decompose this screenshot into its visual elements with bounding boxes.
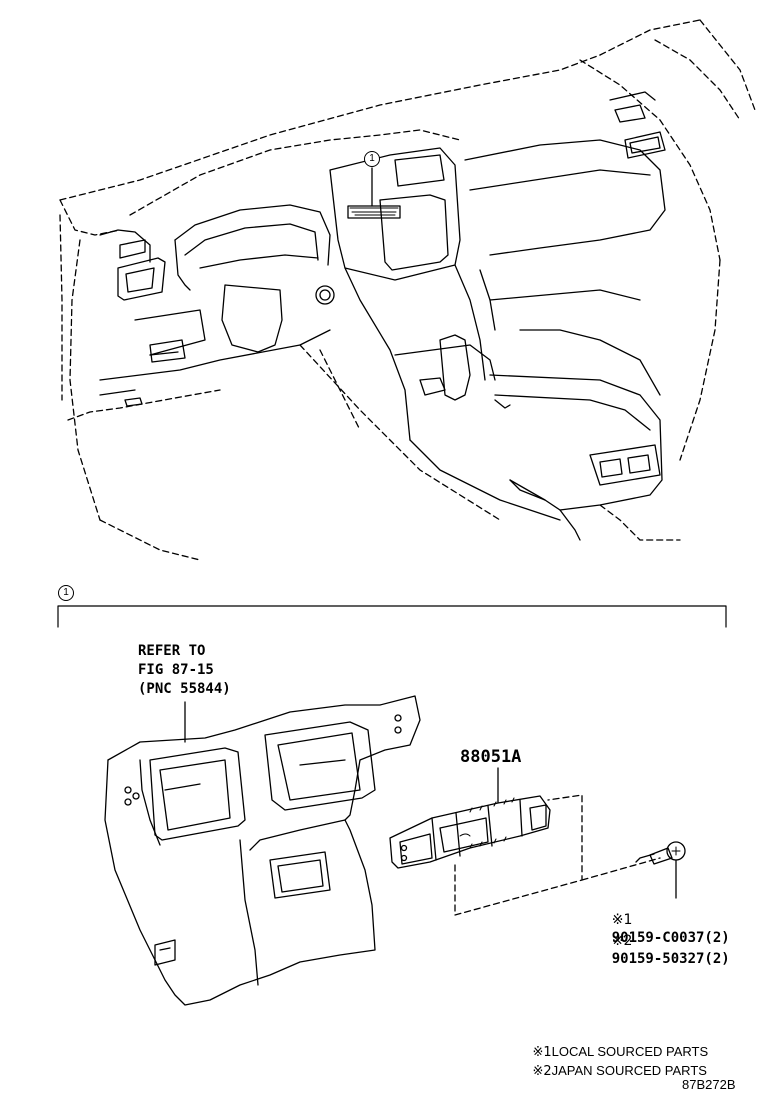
- screw: [635, 841, 686, 899]
- switch-assembly-88051A: [389, 767, 661, 916]
- screw-part-2-mark: ※2: [611, 933, 633, 949]
- figure-code: 87B272B: [682, 1077, 736, 1092]
- screw-part-2: ※2 90159-50327(2): [578, 914, 730, 986]
- legend-mark-2: ※2: [532, 1064, 552, 1079]
- legend-text-2: JAPAN SOURCED PARTS: [551, 1063, 707, 1078]
- refer-to-line2: FIG 87-15: [138, 662, 214, 678]
- screw-part-2-number: 90159-50327(2): [611, 951, 730, 967]
- legend-mark-1: ※1: [532, 1045, 552, 1060]
- callout-marker-dashboard: 1: [364, 151, 380, 167]
- callout-marker-detail: 1: [58, 585, 74, 601]
- dashboard-overview: [59, 19, 756, 561]
- legend-item-japan: ※2JAPAN SOURCED PARTS: [518, 1048, 707, 1094]
- legend-text-1: LOCAL SOURCED PARTS: [551, 1044, 709, 1059]
- screw-part-1-mark: ※1: [611, 912, 633, 928]
- refer-to-line1: REFER TO: [138, 643, 206, 659]
- screw-part-1-number: 90159-C0037(2): [611, 930, 730, 946]
- switch-location: [347, 205, 401, 219]
- detail-frame: [57, 605, 727, 628]
- refer-to-line3: (PNC 55844): [138, 681, 231, 697]
- screw-part-1: ※1 90159-C0037(2): [578, 893, 730, 965]
- legend-item-local: ※1LOCAL SOURCED PARTS: [518, 1029, 708, 1075]
- vent-housing: [104, 695, 421, 1006]
- part-number-label: 88051A: [460, 747, 522, 767]
